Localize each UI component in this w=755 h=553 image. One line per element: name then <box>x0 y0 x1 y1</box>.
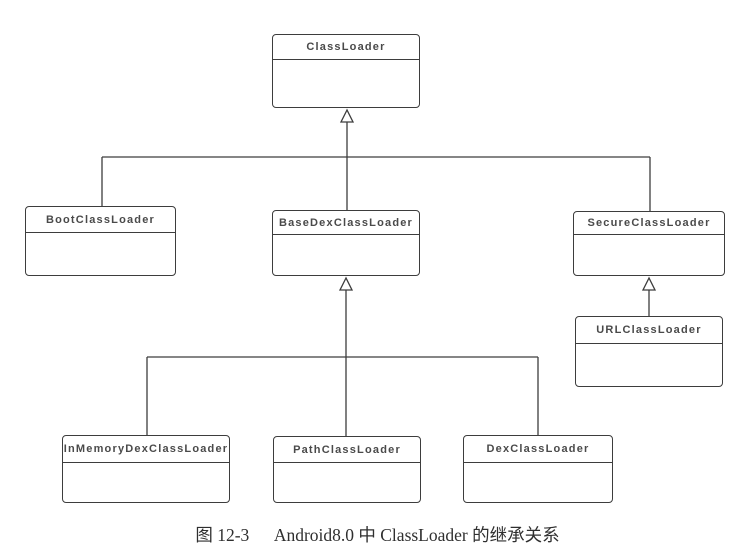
class-box-classloader: ClassLoader <box>272 34 420 108</box>
class-box-inmemorydexclassloader: InMemoryDexClassLoader <box>62 435 230 503</box>
class-box-secureclassloader: SecureClassLoader <box>573 211 725 276</box>
class-name-pathclassloader: PathClassLoader <box>274 437 420 463</box>
class-name-dexclassloader: DexClassLoader <box>464 436 612 463</box>
class-name-classloader: ClassLoader <box>273 35 419 60</box>
class-body-basedexclassloader <box>273 235 419 275</box>
class-body-classloader <box>273 60 419 107</box>
class-box-basedexclassloader: BaseDexClassLoader <box>272 210 420 276</box>
class-body-dexclassloader <box>464 463 612 502</box>
figure-caption: 图 12-3 Android8.0 中 ClassLoader 的继承关系 <box>0 522 755 547</box>
generalization-arrow-basedexclassloader-icon <box>338 276 354 291</box>
class-name-secureclassloader: SecureClassLoader <box>574 212 724 235</box>
class-body-inmemorydexclassloader <box>63 463 229 502</box>
generalization-arrow-secureclassloader-icon <box>641 276 657 291</box>
class-box-dexclassloader: DexClassLoader <box>463 435 613 503</box>
figure-number: 图 12-3 <box>195 525 250 545</box>
class-name-basedexclassloader: BaseDexClassLoader <box>273 211 419 235</box>
class-body-bootclassloader <box>26 233 175 275</box>
class-name-bootclassloader: BootClassLoader <box>26 207 175 233</box>
class-box-bootclassloader: BootClassLoader <box>25 206 176 276</box>
class-name-inmemorydexclassloader: InMemoryDexClassLoader <box>63 436 229 463</box>
class-body-pathclassloader <box>274 463 420 502</box>
class-box-urlclassloader: URLClassLoader <box>575 316 723 387</box>
class-name-urlclassloader: URLClassLoader <box>576 317 722 344</box>
generalization-arrow-classloader-icon <box>339 108 355 123</box>
class-body-secureclassloader <box>574 235 724 275</box>
figure-title: Android8.0 中 ClassLoader 的继承关系 <box>273 525 560 545</box>
class-box-pathclassloader: PathClassLoader <box>273 436 421 503</box>
class-body-urlclassloader <box>576 344 722 386</box>
